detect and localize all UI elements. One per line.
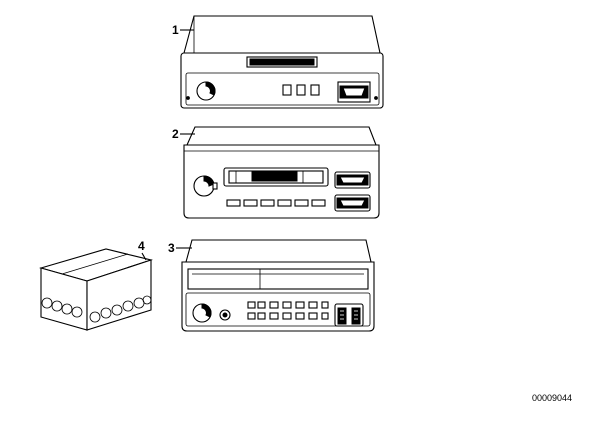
part-2-radio-cassette-unit[interactable] xyxy=(183,126,380,219)
svg-text:2: 2 xyxy=(172,127,179,141)
svg-text:3: 3 xyxy=(168,241,175,255)
part-4-carton-box[interactable] xyxy=(39,248,153,331)
callout-4: 4 xyxy=(138,239,147,261)
part-3-radio-cassette-unit[interactable] xyxy=(181,239,375,332)
callout-1: 1 xyxy=(172,23,194,37)
svg-text:4: 4 xyxy=(138,239,145,253)
callout-3: 3 xyxy=(168,241,192,255)
callout-2: 2 xyxy=(172,127,195,141)
part-1-radio-unit[interactable] xyxy=(180,15,384,109)
reference-number: 00009044 xyxy=(532,393,572,403)
svg-text:1: 1 xyxy=(172,23,179,37)
